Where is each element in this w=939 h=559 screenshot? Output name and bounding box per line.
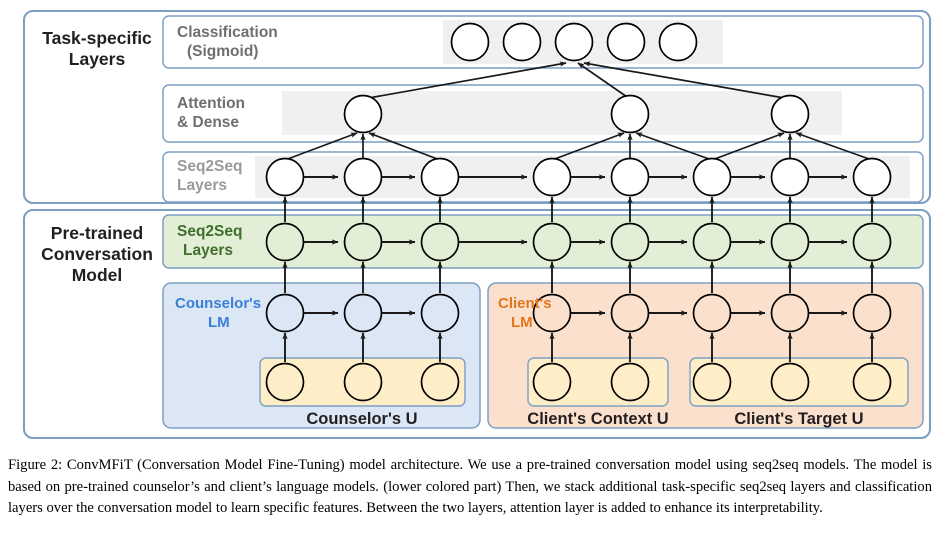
input-caption-client-context-u: Client's Context U (527, 410, 668, 428)
node-input-counselor-0 (265, 362, 305, 402)
arrow-attention-1-to-classification (577, 62, 631, 100)
row-label-classification-line2: (Sigmoid) (187, 43, 258, 60)
input-caption-counselor-u: Counselor's U (306, 410, 417, 428)
node-task-seq2seq-5 (692, 157, 732, 197)
node-input-client-target-2 (852, 362, 892, 402)
node-counselor-lm-2 (420, 293, 460, 333)
row-label-counselor-lm-line2: LM (208, 314, 230, 331)
node-task-seq2seq-6 (770, 157, 810, 197)
node-classification-3 (606, 22, 646, 62)
arrow-s0-to-att0 (284, 132, 358, 161)
row-label-classification-line1: Classification (177, 24, 278, 41)
arrow-s2-to-att0 (368, 132, 441, 161)
figure-architecture-diagram: Task-specific Layers Pre-trained Convers… (22, 9, 932, 440)
panel-label-pretrained-line1: Pre-trained (51, 223, 143, 243)
row-label-counselor-lm-line1: Counselor's (175, 295, 261, 312)
row-label-attention-line2: & Dense (177, 114, 239, 131)
node-client-lm-3 (770, 293, 810, 333)
node-classification-1 (502, 22, 542, 62)
node-input-counselor-2 (420, 362, 460, 402)
node-attention-0 (343, 94, 383, 134)
node-conv-seq2seq-6 (770, 222, 810, 262)
node-client-lm-2 (692, 293, 732, 333)
node-conv-seq2seq-2 (420, 222, 460, 262)
node-conv-seq2seq-5 (692, 222, 732, 262)
arrow-attention-2-to-classification (583, 61, 791, 100)
node-client-lm-1 (610, 293, 650, 333)
node-task-seq2seq-3 (532, 157, 572, 197)
arrow-attention-0-to-classification (362, 61, 567, 100)
node-attention-1 (610, 94, 650, 134)
figure-caption: Figure 2: ConvMFiT (Conversation Model F… (8, 457, 932, 517)
node-input-client-context-1 (610, 362, 650, 402)
input-caption-client-target-u: Client's Target U (734, 410, 863, 428)
arrow-s6-to-att2 (711, 132, 785, 161)
panel-label-task-specific-line1: Task-specific (42, 28, 152, 48)
row-label-conv-seq2seq-line1: Seq2Seq (177, 223, 242, 240)
arrow-s3-to-att1 (551, 132, 625, 161)
arrow-s8-to-att2 (795, 132, 873, 161)
node-conv-seq2seq-7 (852, 222, 892, 262)
node-input-client-target-0 (692, 362, 732, 402)
node-input-counselor-1 (343, 362, 383, 402)
panel-label-task-specific-line2: Layers (69, 49, 126, 69)
node-input-client-context-0 (532, 362, 572, 402)
node-conv-seq2seq-3 (532, 222, 572, 262)
node-task-seq2seq-2 (420, 157, 460, 197)
node-classification-2 (554, 22, 594, 62)
row-label-task-seq2seq-line2: Layers (177, 177, 227, 194)
node-client-lm-4 (852, 293, 892, 333)
node-task-seq2seq-7 (852, 157, 892, 197)
row-label-attention-line1: Attention (177, 95, 245, 112)
node-conv-seq2seq-4 (610, 222, 650, 262)
node-conv-seq2seq-0 (265, 222, 305, 262)
panel-label-pretrained-line3: Model (72, 265, 123, 285)
node-task-seq2seq-4 (610, 157, 650, 197)
node-task-seq2seq-1 (343, 157, 383, 197)
row-label-task-seq2seq-line1: Seq2Seq (177, 158, 242, 175)
node-input-client-target-1 (770, 362, 810, 402)
node-classification-0 (450, 22, 490, 62)
node-task-seq2seq-0 (265, 157, 305, 197)
node-counselor-lm-1 (343, 293, 383, 333)
arrow-s5-to-att1 (635, 132, 713, 161)
node-client-lm-0 (532, 293, 572, 333)
node-conv-seq2seq-1 (343, 222, 383, 262)
node-classification-4 (658, 22, 698, 62)
row-label-conv-seq2seq-line2: Layers (183, 242, 233, 259)
panel-label-pretrained-line2: Conversation (41, 244, 153, 264)
row-label-client-lm-line1: Client's (498, 295, 552, 312)
node-attention-2 (770, 94, 810, 134)
node-counselor-lm-0 (265, 293, 305, 333)
row-label-client-lm-line2: LM (511, 314, 533, 331)
